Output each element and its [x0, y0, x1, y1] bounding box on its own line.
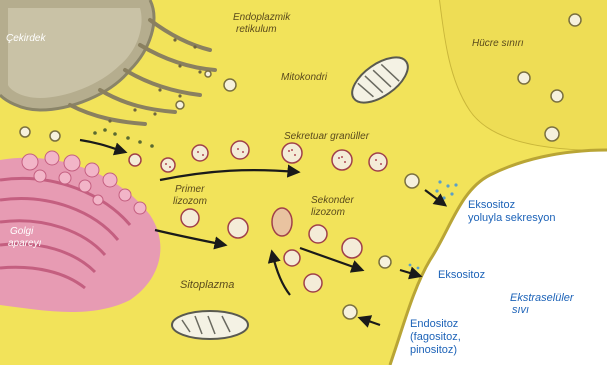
primary-lysosome-label-line1: Primer: [175, 184, 204, 195]
er-label-line1: Endoplazmik: [233, 12, 290, 23]
extracellular-label-line1: Ekstraselüler: [510, 292, 574, 304]
golgi-label-line2: apareyı: [8, 238, 41, 249]
cell-boundary-label: Hücre sınırı: [472, 38, 524, 49]
endocytosis-label-line1: Endositoz: [410, 318, 458, 330]
exocytosis-secretion-label-line1: Eksositoz: [468, 199, 515, 211]
endocytosis-label-line2: (fagositoz,: [410, 331, 461, 343]
golgi-label-line1: Golgi: [10, 226, 33, 237]
er-label-line2: retikulum: [236, 24, 277, 35]
cytoplasm-label: Sitoplazma: [180, 280, 234, 291]
endocytosis-label-line3: pinositoz): [410, 344, 457, 356]
secretory-granules-label: Sekretuar granüller: [284, 131, 369, 142]
nucleus-label: Çekirdek: [6, 33, 45, 44]
mitochondrion-lower: [172, 311, 248, 339]
extracellular-label-line2: sıvı: [512, 304, 529, 316]
primary-lysosome-label-line2: lizozom: [173, 196, 207, 207]
secondary-lysosome-label-line2: lizozom: [311, 207, 345, 218]
exocytosis-secretion-label-line2: yoluyla sekresyon: [468, 212, 555, 224]
secondary-lysosome-label-line1: Sekonder: [311, 195, 354, 206]
exocytosis-label: Eksositoz: [438, 269, 485, 281]
mitochondrion-label: Mitokondri: [281, 72, 327, 83]
